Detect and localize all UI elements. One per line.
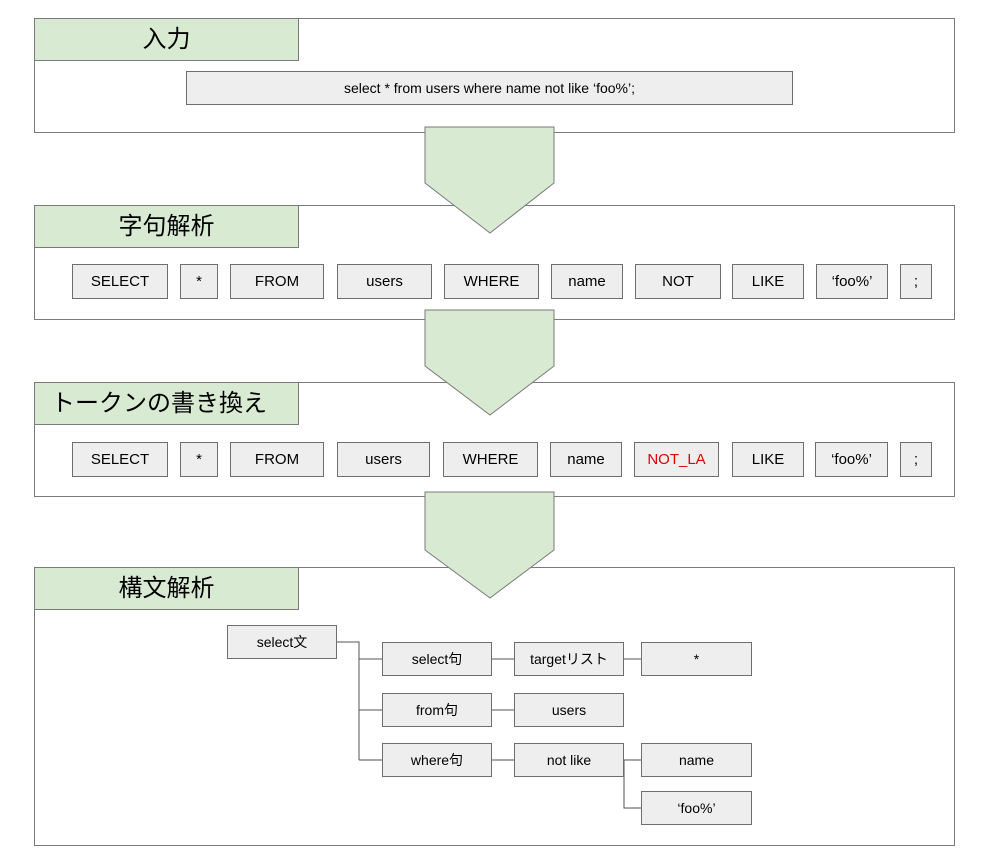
tree-line-root	[337, 641, 360, 760]
rewrite-title: トークンの書き換え	[34, 382, 299, 425]
flow-arrow-3	[424, 491, 555, 599]
lexical-title: 字句解析	[34, 205, 299, 248]
rewrite-token: FROM	[230, 442, 324, 477]
tree-node-column: name	[641, 743, 752, 777]
rewrite-token: ;	[900, 442, 932, 477]
rewrite-token: WHERE	[443, 442, 538, 477]
lexical-token: LIKE	[732, 264, 804, 299]
lexical-token: NOT	[635, 264, 721, 299]
rewrite-token: LIKE	[732, 442, 804, 477]
tree-node-pattern: ‘foo%’	[641, 791, 752, 825]
lexical-token: ‘foo%’	[816, 264, 888, 299]
input-title: 入力	[34, 18, 299, 61]
rewrite-token: ‘foo%’	[815, 442, 888, 477]
tree-node-from-clause: from句	[382, 693, 492, 727]
rewrite-token: *	[180, 442, 218, 477]
lexical-token: users	[337, 264, 432, 299]
lexical-token: FROM	[230, 264, 324, 299]
flow-arrow-1	[424, 126, 555, 234]
lexical-token: WHERE	[444, 264, 539, 299]
lexical-token: ;	[900, 264, 932, 299]
tree-node-star: *	[641, 642, 752, 676]
tree-node-target-list: targetリスト	[514, 642, 624, 676]
rewrite-token: users	[337, 442, 430, 477]
lexical-token: name	[551, 264, 623, 299]
lexical-token: SELECT	[72, 264, 168, 299]
tree-node-select-clause: select句	[382, 642, 492, 676]
parse-panel	[34, 567, 955, 846]
rewrite-token: name	[550, 442, 622, 477]
query-box: select * from users where name not like …	[186, 71, 793, 105]
tree-node-where-clause: where句	[382, 743, 492, 777]
tree-line-pattern	[623, 760, 641, 809]
tree-node-root: select文	[227, 625, 337, 659]
tree-node-table: users	[514, 693, 624, 727]
lexical-token: *	[180, 264, 218, 299]
tree-node-operator: not like	[514, 743, 624, 777]
flow-arrow-2	[424, 309, 555, 416]
rewrite-token-highlighted: NOT_LA	[634, 442, 719, 477]
rewrite-token: SELECT	[72, 442, 168, 477]
parse-title: 構文解析	[34, 567, 299, 610]
